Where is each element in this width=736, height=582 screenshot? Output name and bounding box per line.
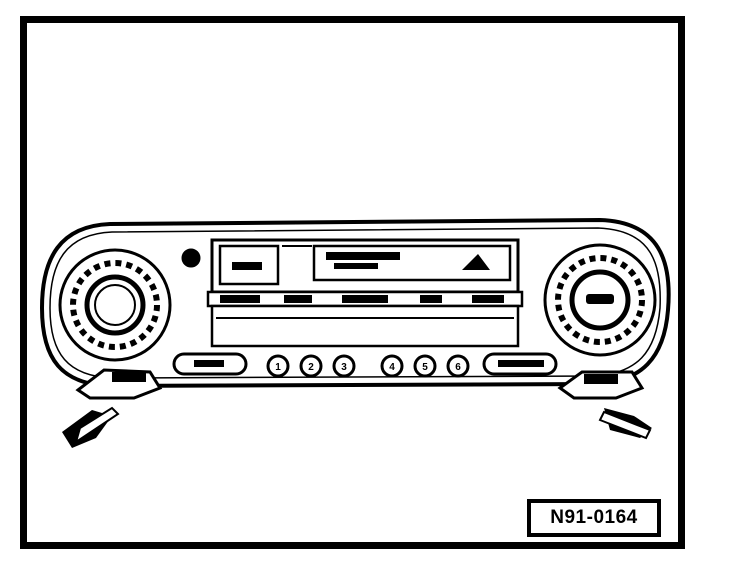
volume-knob-left — [58, 248, 172, 362]
preset-button: 1 — [266, 354, 290, 378]
preset-button: 2 — [299, 354, 323, 378]
figure-frame — [20, 16, 685, 549]
svg-text:1: 1 — [275, 362, 281, 373]
seek-button-left — [172, 352, 248, 376]
preset-button: 4 — [380, 354, 404, 378]
preset-button: 3 — [332, 354, 356, 378]
tuning-knob-right — [543, 243, 657, 357]
svg-text:3: 3 — [341, 362, 347, 373]
svg-text:2: 2 — [308, 362, 314, 373]
round-button — [181, 248, 201, 268]
release-tab-right — [557, 370, 645, 400]
preset-buttons: 1 2 3 4 5 6 — [266, 354, 470, 378]
cassette-display — [210, 238, 520, 294]
svg-text:4: 4 — [389, 362, 395, 373]
function-button-strip — [206, 290, 524, 308]
reference-code-box: N91-0164 — [527, 499, 661, 537]
cassette-slot — [210, 304, 520, 348]
svg-text:5: 5 — [422, 362, 428, 373]
svg-text:6: 6 — [455, 362, 461, 373]
arrow-icon — [598, 408, 652, 440]
preset-button: 6 — [446, 354, 470, 378]
seek-button-right — [482, 352, 558, 376]
preset-button: 5 — [413, 354, 437, 378]
arrow-icon — [62, 406, 120, 448]
reference-code: N91-0164 — [550, 507, 638, 528]
